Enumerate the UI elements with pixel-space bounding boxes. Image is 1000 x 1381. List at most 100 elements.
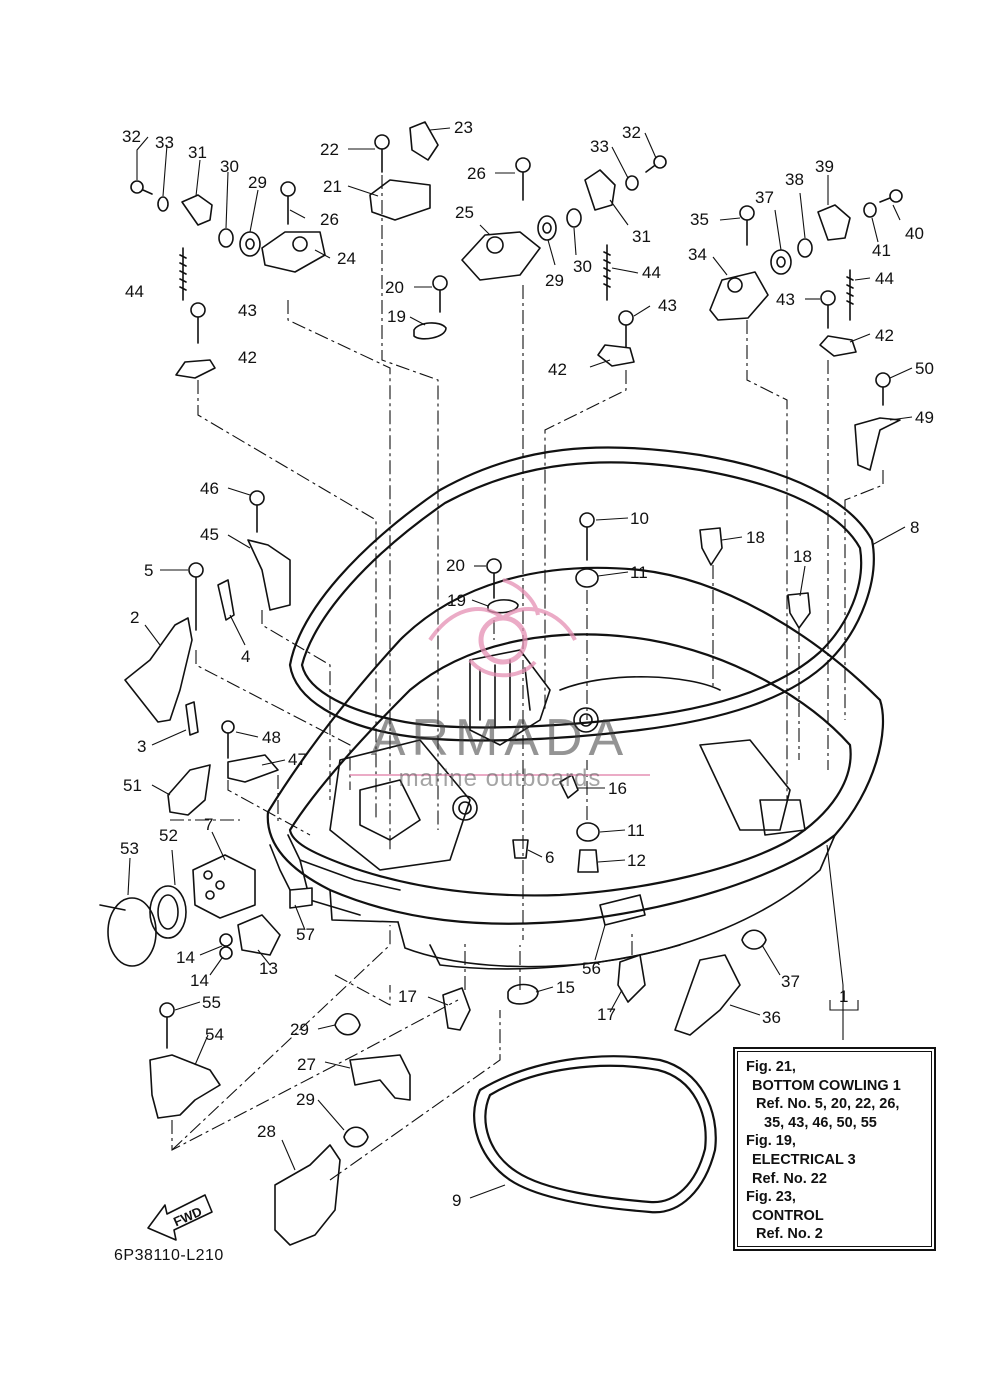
grommet-icon [507,983,539,1005]
ref-line: Ref. No. 22 [752,1170,827,1187]
callout: 43 [238,301,257,320]
grommet-icon [413,322,447,340]
bottom-seal-9 [473,1055,717,1214]
ref-line: Fig. 23, [746,1189,796,1206]
bracket-icon [369,179,431,221]
lever-icon [349,1054,411,1101]
clip-icon [217,579,235,621]
leader-lines [127,127,913,1199]
callout: 31 [188,143,207,162]
bolt-icon [280,181,296,225]
grommet-icon [576,822,600,842]
bolt-icon [739,205,755,246]
bolt-icon [374,134,390,173]
bolt-icon [159,1002,175,1049]
bushing-icon [334,1012,361,1036]
washer-icon [625,175,639,191]
callout: 6 [545,848,554,867]
fastener-icon [559,774,579,799]
callout: 23 [454,118,473,137]
callout: 29 [248,173,267,192]
washer-icon [863,202,877,218]
callout: 34 [688,245,707,264]
callout: 42 [238,348,257,367]
callout: 38 [785,170,804,189]
callout: 19 [447,591,466,610]
callout: 35 [690,210,709,229]
guide-lines [170,175,884,1181]
fastener-icon [221,720,235,759]
callout: 26 [467,164,486,183]
bolt-icon [820,290,836,329]
bolt-icon [875,372,891,406]
washer-icon [218,228,234,248]
ref-line: ELECTRICAL 3 [752,1151,856,1168]
callout: 54 [205,1025,224,1044]
callout: 29 [296,1090,315,1109]
callout: 47 [288,750,307,769]
bolt-icon [486,558,502,599]
bracket-icon [461,231,541,281]
callout: 43 [658,296,677,315]
spring-icon [179,247,187,301]
callout: 42 [875,326,894,345]
bolt-icon [190,302,206,344]
callout: 20 [385,278,404,297]
callout: 1 [839,987,848,1006]
callout: 32 [622,123,641,142]
callout: 20 [446,556,465,575]
pin-icon [185,701,199,736]
bushing-icon [770,249,792,275]
ref-line: CONTROL [752,1207,824,1224]
hose-clamp-icon [99,897,157,967]
callout: 51 [123,776,142,795]
reference-box: Fig. 21, BOTTOM COWLING 1 Ref. No. 5, 20… [733,1047,936,1251]
callout: 52 [159,826,178,845]
callout: 17 [398,987,417,1006]
callout: 37 [755,188,774,207]
bolt-icon [515,157,531,201]
bracket-icon [261,231,326,273]
clip-icon [219,933,233,960]
cam-icon [409,121,439,161]
bracket-icon [149,1054,221,1119]
bolt-icon [130,180,153,195]
bracket-icon [709,271,769,321]
callout: 10 [630,509,649,528]
callout: 18 [793,547,812,566]
damper-icon [787,592,811,629]
cam-lever-icon [584,169,616,211]
callout: 9 [452,1191,461,1210]
callout: 19 [387,307,406,326]
callout: 5 [144,561,153,580]
callout: 44 [875,269,894,288]
callout: 43 [776,290,795,309]
ref-line: 35, 43, 46, 50, 55 [764,1114,877,1131]
callout-labels: 32 33 31 30 29 26 24 22 23 21 26 25 29 3… [120,118,934,1210]
hook-plate-icon [175,359,216,379]
washer-icon [797,238,813,258]
drawing-code: 6P38110-L210 [114,1247,224,1264]
ring-icon [149,885,187,939]
fwd-arrow-icon: FWD [147,1194,213,1241]
callout: 33 [155,133,174,152]
callout: 45 [200,525,219,544]
spring-icon [846,269,854,321]
ref-line: Fig. 19, [746,1133,796,1150]
bolt-icon [432,275,448,313]
grommet-icon [575,568,599,588]
clamp-icon [167,764,211,816]
callout: 12 [627,851,646,870]
callout: 2 [130,608,139,627]
callout: 11 [630,563,648,582]
small-parts: FWD [99,121,903,1246]
callout: 44 [642,263,661,282]
callout: 48 [262,728,281,747]
plate-icon [247,539,291,611]
callout: 8 [910,518,919,537]
cam-lever-icon [817,204,851,241]
plate-icon [289,887,313,909]
callout: 14 [190,971,209,990]
callout: 37 [781,972,800,991]
